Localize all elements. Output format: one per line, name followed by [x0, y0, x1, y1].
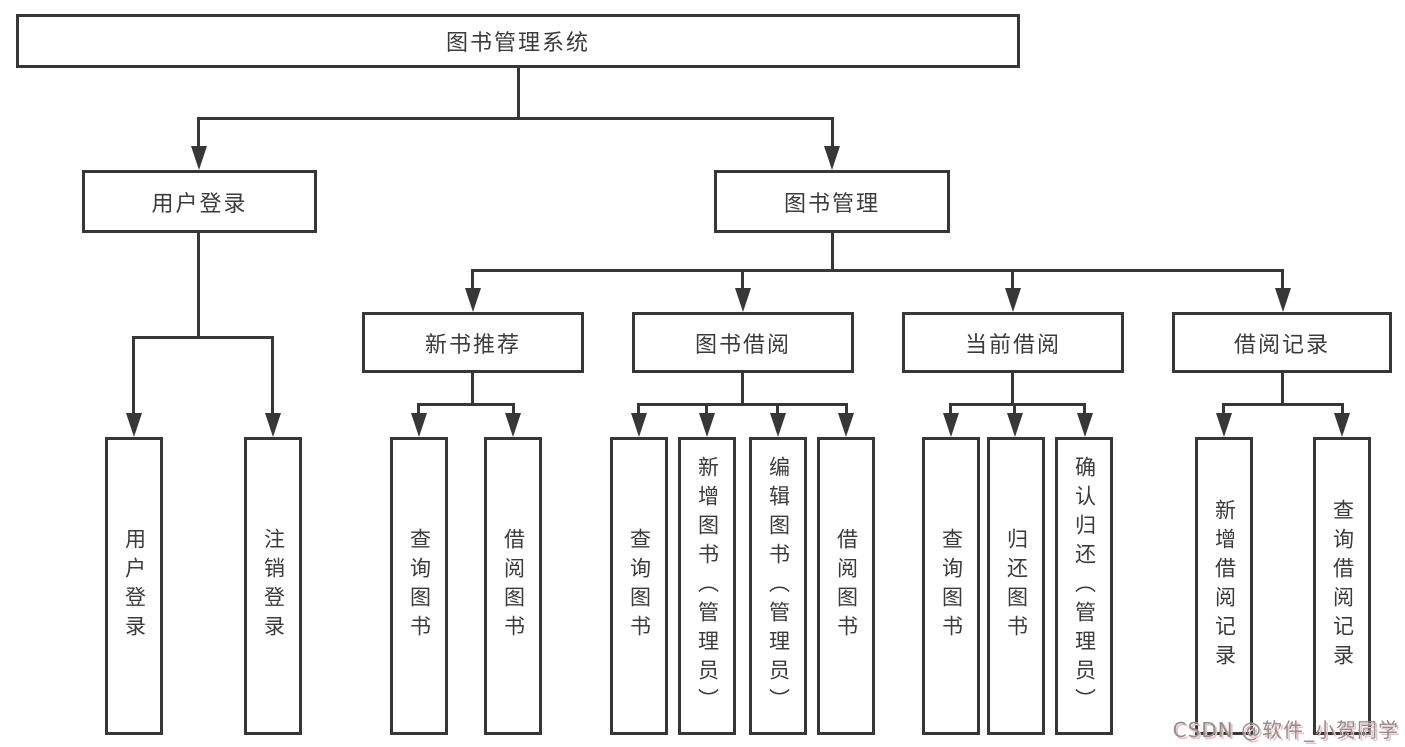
node-book-management: 图书管理 — [714, 170, 950, 233]
leaf-bb-borrow-books: 借阅图书 — [817, 437, 875, 735]
connector-user-login-drop — [197, 117, 200, 150]
arrowhead-nb-borrow-books — [505, 413, 521, 437]
leaf-bb-edit-books-admin-label: 编辑图书（管理员） — [766, 455, 791, 717]
arrowhead-leaf-logout — [265, 413, 281, 437]
connector-bb-leaf2-drop — [705, 403, 708, 417]
leaf-cb-confirm-return-admin: 确认归还（管理员） — [1055, 437, 1113, 735]
connector-cb-leaf3-drop — [1083, 403, 1086, 417]
connector-nb-leaf1-drop — [417, 403, 420, 417]
arrowhead-bb-edit-books — [770, 413, 786, 437]
connector-borrow-records-drop — [1281, 269, 1284, 293]
arrowhead-cb-query-books — [943, 413, 959, 437]
connector-user-login-stem — [197, 233, 200, 339]
leaf-br-add-borrow-record: 新增借阅记录 — [1195, 437, 1253, 735]
leaf-cb-return-books: 归还图书 — [987, 437, 1045, 735]
connector-new-book-drop — [471, 269, 474, 293]
node-book-management-label: 图书管理 — [783, 191, 880, 217]
arrowhead-bb-borrow-books — [838, 413, 854, 437]
connector-user-login-bus — [132, 336, 274, 339]
connector-leaf-logout-drop — [271, 336, 274, 416]
connector-cb-leaf2-drop — [1013, 403, 1016, 417]
node-new-book-recommend: 新书推荐 — [362, 312, 584, 373]
connector-br-leaf2-drop — [1341, 403, 1344, 417]
arrowhead-book-management — [824, 146, 840, 170]
watermark: CSDN @软件_小贺同学 — [1172, 718, 1399, 742]
leaf-cb-return-books-label: 归还图书 — [1004, 528, 1029, 644]
leaf-bb-borrow-books-label: 借阅图书 — [834, 528, 859, 644]
connector-leaf-user-login-drop — [132, 336, 135, 416]
leaf-user-login: 用户登录 — [105, 437, 163, 735]
arrowhead-new-book — [465, 288, 481, 312]
leaf-cb-query-books-label: 查询图书 — [939, 528, 964, 644]
connector-level2-bus — [197, 117, 834, 120]
arrowhead-br-add-record — [1216, 413, 1232, 437]
node-current-borrowing: 当前借阅 — [902, 312, 1124, 373]
node-current-borrowing-label: 当前借阅 — [964, 332, 1061, 358]
connector-borrow-records-stem — [1281, 371, 1284, 406]
node-borrowing-records-label: 借阅记录 — [1233, 332, 1330, 358]
connector-new-book-bus — [417, 403, 515, 406]
leaf-br-query-borrow-record: 查询借阅记录 — [1313, 437, 1371, 735]
leaf-br-query-borrow-record-label: 查询借阅记录 — [1330, 499, 1355, 673]
arrowhead-book-borrow — [735, 288, 751, 312]
leaf-bb-query-books: 查询图书 — [610, 437, 668, 735]
connector-bb-leaf3-drop — [776, 403, 779, 417]
node-user-login-label: 用户登录 — [151, 191, 248, 217]
arrowhead-borrow-records — [1275, 288, 1291, 312]
node-new-book-recommend-label: 新书推荐 — [424, 332, 521, 358]
leaf-cb-query-books: 查询图书 — [922, 437, 980, 735]
connector-root-stem — [517, 67, 520, 120]
connector-bb-leaf4-drop — [845, 403, 848, 417]
arrowhead-bb-add-books — [699, 413, 715, 437]
arrowhead-user-login — [191, 146, 207, 170]
leaf-logout-label: 注销登录 — [261, 528, 286, 644]
connector-book-borrow-drop — [741, 269, 744, 293]
connector-cb-leaf1-drop — [949, 403, 952, 417]
leaf-cb-confirm-return-admin-label: 确认归还（管理员） — [1072, 455, 1097, 717]
leaf-user-login-label: 用户登录 — [122, 528, 147, 644]
node-library-system: 图书管理系统 — [16, 14, 1020, 68]
arrowhead-leaf-user-login — [126, 413, 142, 437]
connector-br-leaf1-drop — [1222, 403, 1225, 417]
leaf-nb-borrow-books-label: 借阅图书 — [501, 528, 526, 644]
node-user-login: 用户登录 — [82, 170, 317, 233]
connector-borrow-records-bus — [1222, 403, 1344, 406]
connector-current-borrow-stem — [1011, 371, 1014, 406]
leaf-nb-query-books-label: 查询图书 — [407, 528, 432, 644]
leaf-bb-add-books-admin-label: 新增图书（管理员） — [695, 455, 720, 717]
arrowhead-current-borrow — [1005, 288, 1021, 312]
arrowhead-cb-confirm-return — [1077, 413, 1093, 437]
leaf-bb-query-books-label: 查询图书 — [627, 528, 652, 644]
leaf-bb-add-books-admin: 新增图书（管理员） — [678, 437, 736, 735]
connector-level3-bus — [471, 269, 1284, 272]
connector-nb-leaf2-drop — [512, 403, 515, 417]
arrowhead-bb-query-books — [631, 413, 647, 437]
connector-book-management-drop — [831, 117, 834, 150]
node-book-borrowing-label: 图书借阅 — [694, 332, 791, 358]
connector-current-borrow-drop — [1011, 269, 1014, 293]
arrowhead-br-query-record — [1334, 413, 1350, 437]
connector-new-book-stem — [471, 371, 474, 406]
connector-book-borrow-bus — [637, 403, 848, 406]
connector-book-borrow-stem — [741, 371, 744, 406]
node-book-borrowing: 图书借阅 — [632, 312, 854, 373]
leaf-nb-borrow-books: 借阅图书 — [484, 437, 542, 735]
arrowhead-cb-return-books — [1007, 413, 1023, 437]
leaf-br-add-borrow-record-label: 新增借阅记录 — [1212, 499, 1237, 673]
connector-bb-leaf1-drop — [637, 403, 640, 417]
connector-current-borrow-bus — [949, 403, 1086, 406]
leaf-logout: 注销登录 — [244, 437, 302, 735]
leaf-bb-edit-books-admin: 编辑图书（管理员） — [749, 437, 807, 735]
connector-book-management-stem — [831, 233, 834, 271]
node-borrowing-records: 借阅记录 — [1172, 312, 1392, 373]
leaf-nb-query-books: 查询图书 — [390, 437, 448, 735]
node-library-system-label: 图书管理系统 — [445, 31, 590, 56]
arrowhead-nb-query-books — [411, 413, 427, 437]
